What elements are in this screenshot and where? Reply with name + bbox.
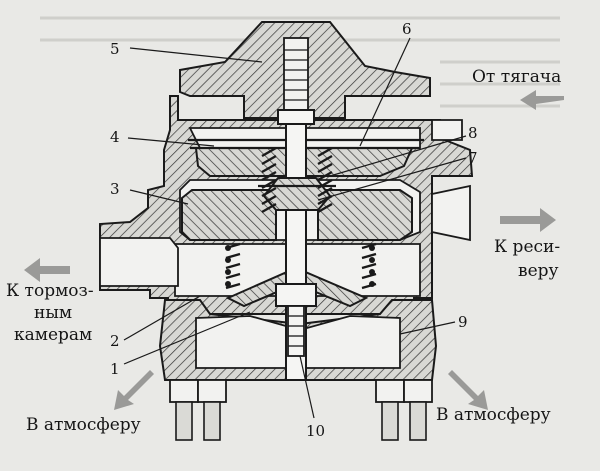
caption-from-tractor: От тягача [472,67,561,87]
label-6: 6 [402,20,412,38]
bolt-threads [288,315,304,347]
flow-arrows [24,90,564,410]
label-5: 5 [110,40,120,58]
caption-to-receiver-2: веру [518,261,559,281]
caption-to-brake-1: К тормоз- [6,281,94,301]
adjusting-screw [283,37,309,121]
mounting-bolts [169,379,433,441]
leader-lines [123,37,467,419]
arrow-atmosphere-right [448,370,488,410]
right-port [431,184,471,242]
lower-spring [225,242,377,290]
middle-piston [181,189,277,241]
label-4: 4 [110,128,120,146]
screw-threads [284,49,308,101]
label-10: 10 [306,422,325,440]
arrow-atmosphere-left [114,370,154,410]
stem-bolt-bottom [287,305,305,357]
label-7: 7 [468,149,478,167]
upper-right-port [431,119,463,141]
arrow-to-receiver [500,208,556,232]
label-2: 2 [110,332,120,350]
label-9: 9 [458,313,468,331]
caption-atmosphere-right: В атмосферу [436,405,551,425]
label-3: 3 [110,180,120,198]
caption-to-brake-3: камерам [14,325,92,345]
label-1: 1 [110,360,120,378]
left-port [99,237,179,287]
label-8: 8 [468,124,478,142]
caption-atmosphere-left: В атмосферу [26,415,141,435]
background-text-lines [40,16,560,108]
arrow-from-tractor [520,90,564,110]
caption-to-brake-2: ным [34,303,72,323]
caption-to-receiver-1: К реси- [494,237,560,257]
upper-spring [261,146,333,214]
stem-nut-top [277,109,315,125]
spring-coil-dots [225,245,375,287]
arrow-to-brake [24,258,70,282]
stem-nut-lower [275,283,317,307]
